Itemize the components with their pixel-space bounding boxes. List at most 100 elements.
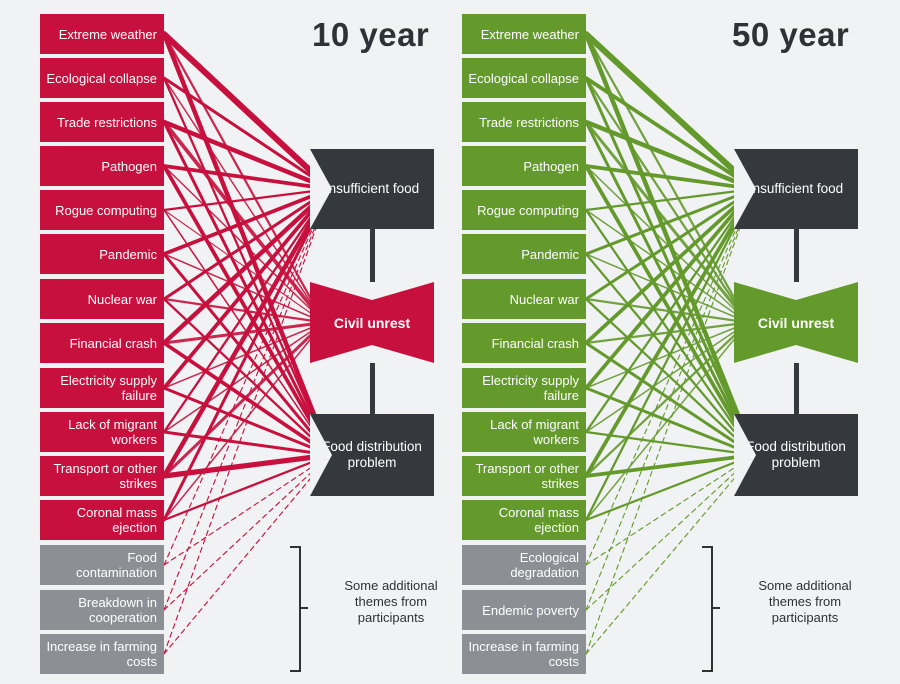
driver-box: Rogue computing <box>462 190 586 230</box>
arrow-notch <box>310 414 332 496</box>
link-line <box>583 31 757 192</box>
notch <box>310 282 434 300</box>
link-line <box>584 430 756 457</box>
notch-overlay <box>0 0 450 684</box>
driver-box: Nuclear war <box>40 279 164 319</box>
link-line <box>584 187 756 434</box>
link-line <box>161 186 333 479</box>
link-lines <box>583 31 757 655</box>
link-line <box>584 187 756 478</box>
link-line <box>161 452 333 479</box>
link-line <box>163 253 325 324</box>
link-line <box>585 253 749 324</box>
link-line <box>584 187 756 522</box>
brace-icon <box>290 546 308 672</box>
driver-box: Pandemic <box>462 234 586 274</box>
link-line <box>162 164 332 191</box>
link-line <box>163 321 325 433</box>
link-line <box>162 76 332 191</box>
link-line <box>585 321 749 433</box>
driver-box: Extreme weather <box>40 14 164 54</box>
link-line <box>585 454 755 655</box>
connector-bottom <box>369 363 375 414</box>
link-line <box>163 321 325 521</box>
link-line <box>163 188 331 655</box>
link-line <box>584 164 756 191</box>
driver-box: Ecological collapse <box>462 58 586 98</box>
link-line <box>162 430 332 457</box>
link-line <box>585 321 749 521</box>
driver-box: Rogue computing <box>40 190 164 230</box>
link-line <box>584 187 756 390</box>
driver-box: Lack of migrant workers <box>462 412 586 452</box>
link-line <box>583 119 757 192</box>
link-line <box>162 187 332 212</box>
additional-themes-note: Some additional themes from participants <box>344 578 438 625</box>
link-line <box>163 454 331 611</box>
link-line <box>162 453 332 522</box>
link-line <box>585 188 755 655</box>
connector-top <box>369 229 375 282</box>
link-line <box>584 76 756 191</box>
link-line <box>584 297 750 324</box>
link-lines <box>161 31 333 655</box>
link-line <box>162 187 332 390</box>
driver-box: Lack of migrant workers <box>40 412 164 452</box>
link-line <box>584 297 756 457</box>
additional-driver-box: Ecological degradation <box>462 545 586 585</box>
link-line <box>162 187 332 434</box>
link-line <box>584 321 750 478</box>
additional-driver-box: Breakdown in cooperation <box>40 590 164 630</box>
arrow-notch <box>734 149 756 229</box>
link-line <box>163 188 331 566</box>
link-line <box>161 186 333 346</box>
panel-title: 50 year <box>732 16 850 53</box>
driver-box: Pandemic <box>40 234 164 274</box>
link-line <box>584 187 756 345</box>
notch-overlay <box>734 149 858 496</box>
driver-box: Pathogen <box>462 146 586 186</box>
notch <box>734 345 858 363</box>
link-line <box>584 453 756 522</box>
arrow-notch <box>734 414 756 496</box>
driver-box: Electricity supply failure <box>462 368 586 408</box>
driver-box: Pathogen <box>40 146 164 186</box>
driver-box: Ecological collapse <box>40 58 164 98</box>
link-line <box>584 187 756 301</box>
link-line <box>161 119 333 192</box>
driver-box: Electricity supply failure <box>40 368 164 408</box>
additional-driver-box: Endemic poverty <box>462 590 586 630</box>
additional-driver-box: Increase in farming costs <box>40 634 164 674</box>
link-line <box>163 188 331 611</box>
panel-title: 10 year <box>312 16 430 53</box>
link-line <box>584 321 750 345</box>
additional-driver-box: Increase in farming costs <box>462 634 586 674</box>
driver-box: Extreme weather <box>462 14 586 54</box>
driver-box: Trade restrictions <box>40 102 164 142</box>
link-line <box>163 454 331 655</box>
link-line <box>585 188 755 566</box>
link-line <box>162 187 332 522</box>
link-line <box>161 31 333 192</box>
link-line <box>162 321 326 345</box>
link-line <box>584 453 756 478</box>
driver-box: Transport or other strikes <box>40 456 164 496</box>
connector-bottom <box>793 363 799 414</box>
link-line <box>584 187 756 212</box>
link-line <box>585 188 755 611</box>
arrow-notch <box>310 149 332 229</box>
brace-path <box>290 546 308 672</box>
connector-top <box>793 229 799 282</box>
driver-box: Nuclear war <box>462 279 586 319</box>
link-line <box>162 187 332 301</box>
additional-themes-note: Some additional themes from participants <box>758 578 852 625</box>
brace-path <box>702 546 720 672</box>
additional-driver-box: Food contamination <box>40 545 164 585</box>
brace-icon <box>702 546 720 672</box>
link-line <box>584 187 756 256</box>
link-line <box>162 297 332 457</box>
driver-box: Coronal mass ejection <box>462 500 586 540</box>
link-line <box>162 297 326 324</box>
